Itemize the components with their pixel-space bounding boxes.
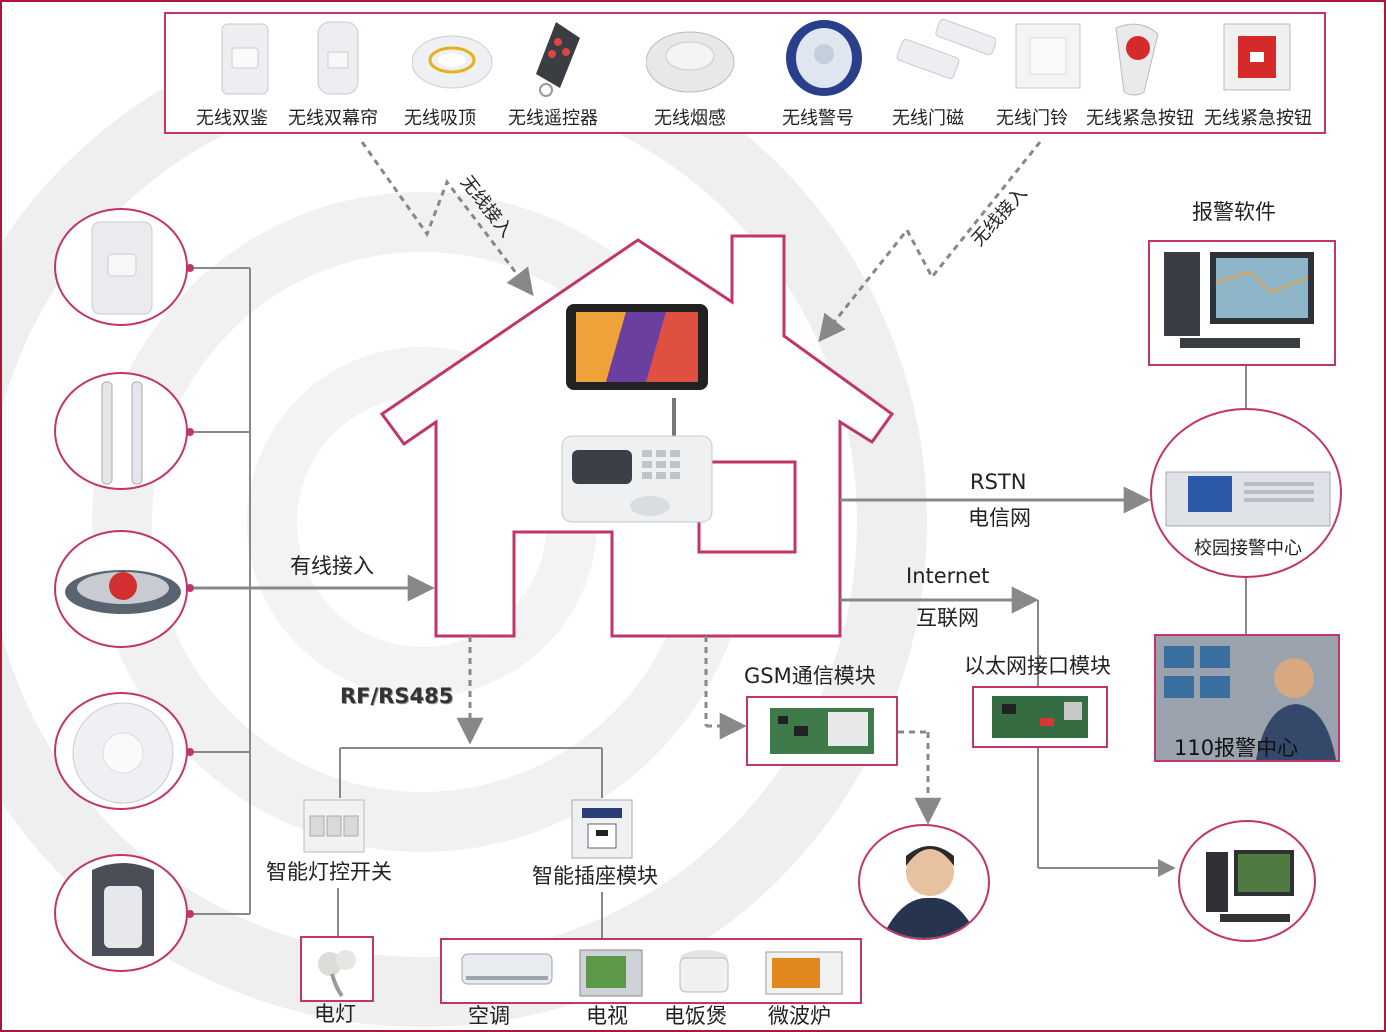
ethernet-module-box xyxy=(972,686,1108,748)
smart-socket-icon xyxy=(570,798,634,860)
wired-access-label: 有线接入 xyxy=(290,554,374,578)
smoke-detector-icon xyxy=(645,18,746,104)
alarm-software-box xyxy=(1148,240,1336,366)
campus-center-label: 校园接警中心 xyxy=(1194,538,1302,559)
rstn-label: RSTN xyxy=(970,470,1027,494)
police-operator-icon xyxy=(1156,636,1338,760)
phone-operator xyxy=(858,824,990,940)
glass-break-detector-icon xyxy=(65,570,181,614)
microwave-icon xyxy=(765,951,843,995)
appliance-label: 电视 xyxy=(586,1004,628,1028)
left-sensor-glass-break xyxy=(54,530,188,648)
alarm-software-label: 报警软件 xyxy=(1192,200,1276,224)
outdoor-detector-icon xyxy=(92,863,154,956)
appliance-label: 电饭煲 xyxy=(664,1004,727,1028)
light-switch-label: 智能灯控开关 xyxy=(266,860,392,884)
desktop-computer-icon xyxy=(1164,252,1314,348)
pir-detector-icon xyxy=(91,221,153,315)
police-center-box: 110报警中心 xyxy=(1154,634,1340,762)
top-device-label: 无线门铃 xyxy=(996,108,1068,129)
light-switch-icon xyxy=(302,798,366,854)
panic-button-icon xyxy=(1096,18,1196,104)
rice-cooker-icon xyxy=(679,950,729,993)
ethernet-circuit-board-icon xyxy=(992,696,1088,738)
customer-service-icon xyxy=(881,846,979,938)
smart-socket-label: 智能插座模块 xyxy=(532,864,658,888)
lamp-label: 电灯 xyxy=(314,1002,356,1026)
appliance-icons xyxy=(461,949,843,997)
door-magnet-icon xyxy=(896,18,997,104)
pir-detector-icon xyxy=(206,18,306,104)
appliance-label: 空调 xyxy=(468,1004,510,1028)
top-device-label: 无线遥控器 xyxy=(508,108,598,129)
appliance-label: 微波炉 xyxy=(768,1004,831,1028)
rf-rs485-label: RF/RS485 xyxy=(340,684,454,708)
appliances-box xyxy=(440,938,862,1004)
left-sensor-pir xyxy=(54,208,188,326)
television-icon xyxy=(579,949,643,997)
beam-detector-icon xyxy=(101,381,143,485)
alarm-receiver-icon xyxy=(1165,471,1331,527)
left-sensor-outdoor xyxy=(54,854,188,972)
tablet-icon xyxy=(566,304,708,390)
siren-icon xyxy=(784,18,884,104)
remote-control-icon xyxy=(516,18,616,104)
top-device-label: 无线警号 xyxy=(782,108,854,129)
telecom-label: 电信网 xyxy=(968,506,1031,530)
desktop-computer-icon xyxy=(1206,850,1294,922)
internet-cn-label: 互联网 xyxy=(916,606,979,630)
gsm-module-label: GSM通信模块 xyxy=(744,664,876,688)
lamp-box xyxy=(300,936,374,1002)
top-device-label: 无线吸顶 xyxy=(404,108,476,129)
left-sensor-ceiling xyxy=(54,692,188,810)
police-center-label: 110报警中心 xyxy=(1174,736,1299,760)
internet-label: Internet xyxy=(906,564,990,588)
top-device-label: 无线烟感 xyxy=(654,108,726,129)
alarm-control-panel-icon xyxy=(560,398,716,526)
panic-button-wall-icon xyxy=(1216,18,1316,104)
campus-alarm-center: 校园接警中心 xyxy=(1150,408,1342,578)
gsm-module-box xyxy=(746,696,898,766)
air-conditioner-icon xyxy=(461,953,553,985)
remote-computer xyxy=(1178,820,1316,942)
doorbell-icon xyxy=(1008,18,1108,104)
top-device-label: 无线门磁 xyxy=(892,108,964,129)
wireless-device-strip: 无线双鉴无线双幕帘无线吸顶无线遥控器无线烟感无线警号无线门磁无线门铃无线紧急按钮… xyxy=(164,12,1326,134)
ceiling-detector-icon xyxy=(72,702,174,804)
ethernet-module-label: 以太网接口模块 xyxy=(964,654,1111,678)
top-device-label: 无线紧急按钮 xyxy=(1086,108,1194,129)
ceiling-detector-icon xyxy=(411,18,512,104)
curtain-detector-icon xyxy=(298,18,398,104)
left-sensor-beam xyxy=(54,372,188,490)
gsm-circuit-board-icon xyxy=(770,708,874,754)
top-device-label: 无线双鉴 xyxy=(196,108,268,129)
top-device-label: 无线双幕帘 xyxy=(288,108,378,129)
top-device-label: 无线紧急按钮 xyxy=(1204,108,1312,129)
lamp-icon xyxy=(318,950,356,998)
